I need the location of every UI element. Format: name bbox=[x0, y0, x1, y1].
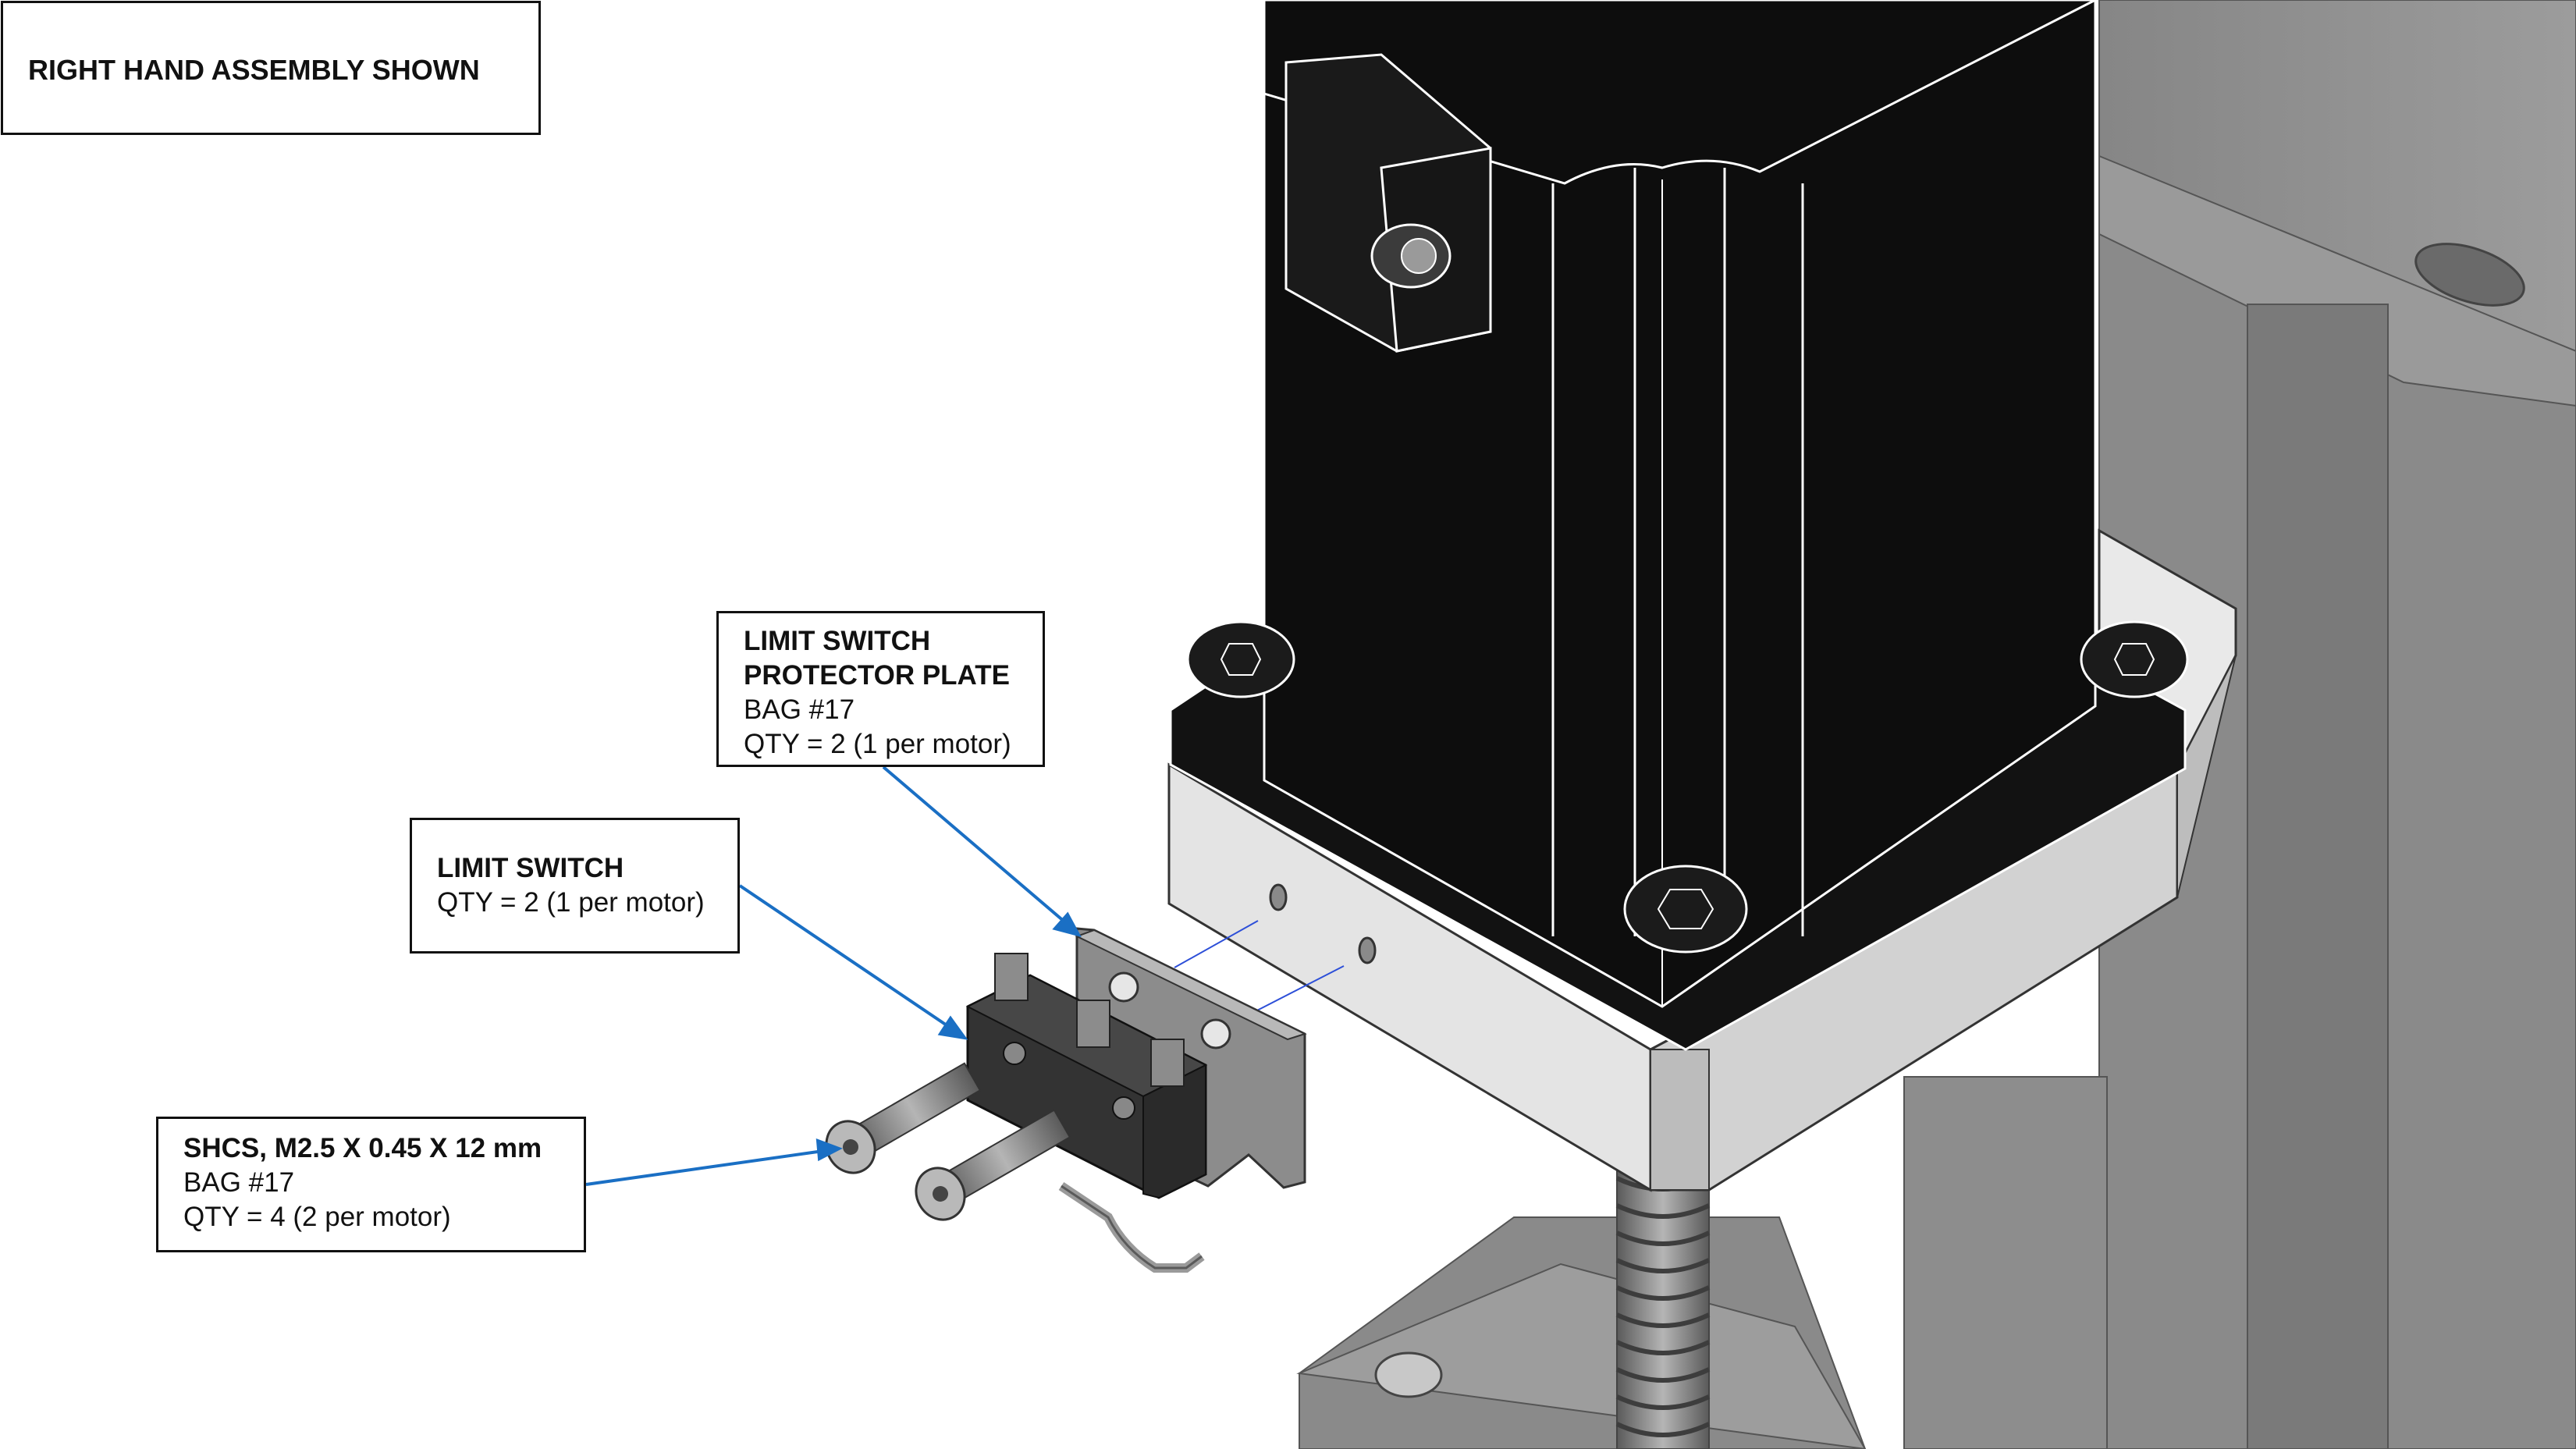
shcs-screws bbox=[825, 1062, 1071, 1221]
assembly-title: RIGHT HAND ASSEMBLY SHOWN bbox=[28, 54, 480, 86]
protector-plate-callout: LIMIT SWITCH PROTECTOR PLATE BAG #17 QTY… bbox=[716, 611, 1045, 767]
assembly-title-box: RIGHT HAND ASSEMBLY SHOWN bbox=[1, 1, 541, 135]
screw-name: SHCS, M2.5 X 0.45 X 12 mm bbox=[183, 1133, 542, 1163]
protector-plate-qty: QTY = 2 (1 per motor) bbox=[744, 729, 1011, 759]
stepper-motor bbox=[1169, 0, 2189, 1051]
protector-plate-name-line2: PROTECTOR PLATE bbox=[744, 660, 1010, 691]
screw-callout: SHCS, M2.5 X 0.45 X 12 mm BAG #17 QTY = … bbox=[156, 1117, 586, 1252]
protector-plate-bag: BAG #17 bbox=[744, 694, 855, 725]
protector-plate-name-line1: LIMIT SWITCH bbox=[744, 626, 931, 656]
screw-bag: BAG #17 bbox=[183, 1167, 295, 1198]
lower-bracket bbox=[1296, 1216, 1867, 1449]
leadscrew bbox=[1615, 1154, 1711, 1449]
limit-switch-name: LIMIT SWITCH bbox=[437, 853, 624, 883]
leader-lines bbox=[585, 765, 1082, 1186]
screw-qty: QTY = 4 (2 per motor) bbox=[183, 1202, 451, 1232]
limit-switch bbox=[965, 953, 1208, 1273]
machine-frame bbox=[1903, 0, 2576, 1449]
limit-switch-qty: QTY = 2 (1 per motor) bbox=[437, 887, 705, 918]
limit-switch-callout: LIMIT SWITCH QTY = 2 (1 per motor) bbox=[410, 818, 740, 954]
